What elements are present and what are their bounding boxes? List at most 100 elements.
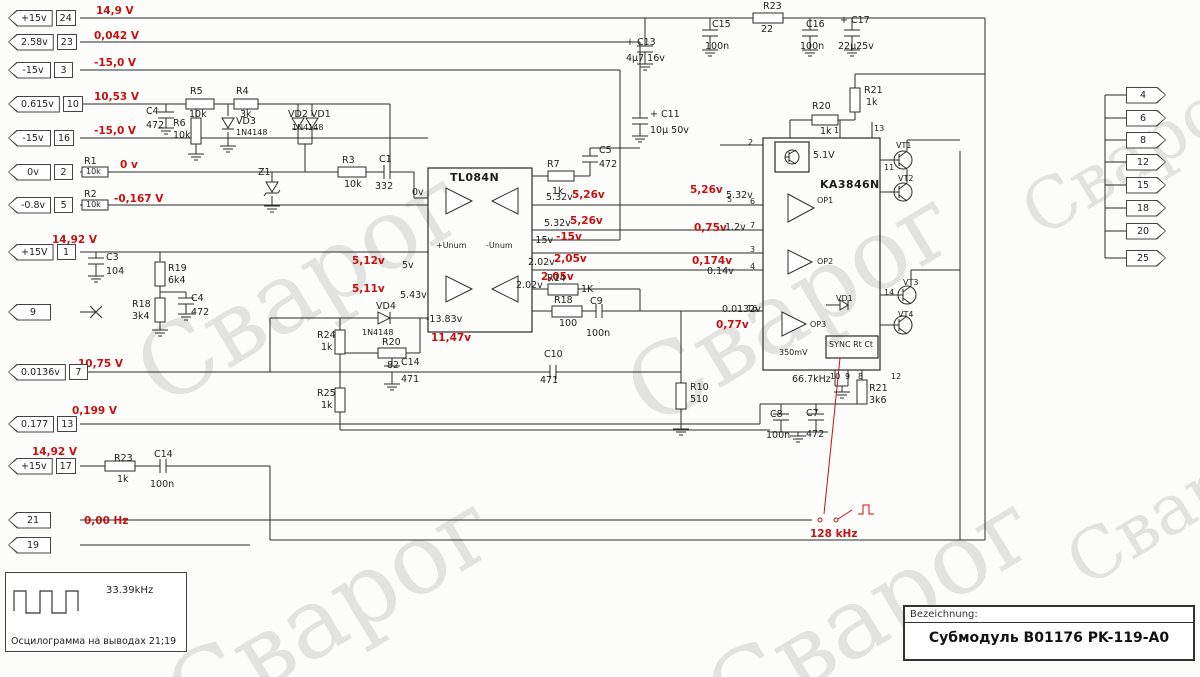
label-text: SYNC Rt Ct bbox=[829, 340, 874, 349]
schematic-label: R1 bbox=[84, 157, 97, 167]
schematic-label: 1k bbox=[866, 98, 878, 108]
pin-number: 2 bbox=[54, 164, 73, 180]
pin-number: 23 bbox=[56, 34, 77, 50]
connector-pin: 0v 2 bbox=[8, 163, 73, 181]
schematic-label: R10 bbox=[690, 383, 709, 393]
schematic-label: -15,0 V bbox=[94, 125, 136, 137]
schematic-label: 5.1V bbox=[813, 151, 835, 161]
label-text: -0,167 V bbox=[114, 193, 164, 205]
label-text: 2 bbox=[748, 138, 754, 147]
label-text: 0,75v bbox=[694, 222, 727, 234]
connector-pin: 21 bbox=[8, 511, 51, 529]
schematic-label: 128 kHz bbox=[810, 528, 857, 540]
schematic-label: 1N4148 bbox=[362, 328, 393, 337]
schematic-label: -0,167 V bbox=[114, 193, 164, 205]
label-text: 1K bbox=[581, 284, 594, 295]
pin-number: 4 bbox=[1139, 89, 1147, 101]
schematic-label: R21 bbox=[864, 86, 883, 96]
schematic-label: 14,9 V bbox=[96, 5, 134, 17]
schematic-label: 11,47v bbox=[431, 332, 471, 344]
label-text: R23 bbox=[763, 1, 782, 12]
connector-pin: -0.8v 5 bbox=[8, 196, 74, 214]
label-text: R20 bbox=[382, 337, 401, 348]
pin-tag: 4 bbox=[1126, 87, 1166, 104]
schematic-label: 1k bbox=[321, 401, 333, 411]
label-text: C4 bbox=[191, 293, 204, 304]
label-text: C3 bbox=[106, 252, 119, 263]
label-text: 2,05v bbox=[554, 253, 587, 265]
connector-pin: 8 bbox=[1126, 131, 1166, 149]
title-block: Bezeichnung: Субмодуль B01176 PK-119-A0 bbox=[903, 605, 1195, 661]
schematic-label: 5,26v bbox=[690, 184, 723, 196]
title-block-label: Bezeichnung: bbox=[905, 607, 1193, 623]
label-text: 2.02v bbox=[516, 280, 543, 291]
schematic-label: VD4 bbox=[376, 302, 396, 312]
label-text: 472 bbox=[599, 159, 618, 170]
label-text: 5.43v bbox=[400, 290, 427, 301]
label-text: 14 bbox=[884, 288, 895, 297]
label-text: + C17 bbox=[840, 15, 870, 26]
label-text: 14,92 V bbox=[52, 234, 97, 246]
label-text: 104 bbox=[106, 266, 125, 277]
schematic-label: 14,92 V bbox=[32, 446, 77, 458]
label-text: 10 bbox=[830, 372, 841, 381]
schematic-label: R14 bbox=[547, 274, 566, 284]
schematic-label: C14 bbox=[154, 450, 173, 460]
pin-number: 3 bbox=[54, 62, 73, 78]
schematic-label: 8 bbox=[858, 372, 863, 381]
schematic-label: R3 bbox=[342, 156, 355, 166]
pin-tag: +15v bbox=[8, 9, 53, 27]
pin-tag: 15 bbox=[1126, 177, 1166, 194]
oscillogram-box: 33.39kHz Осцилограмма на выводах 21;19 bbox=[5, 572, 187, 652]
label-text: 5,11v bbox=[352, 283, 385, 295]
pin-number: 17 bbox=[55, 458, 76, 474]
label-text: 5,26v bbox=[690, 184, 723, 196]
label-text: 1k bbox=[321, 400, 333, 411]
schematic-label: C5 bbox=[599, 146, 612, 156]
label-text: R25 bbox=[317, 388, 336, 399]
label-text: R3 bbox=[342, 155, 355, 166]
schematic-label: R18 bbox=[132, 300, 151, 310]
schematic-label: 14 bbox=[884, 288, 895, 297]
schematic-label: 3k bbox=[240, 110, 252, 120]
schematic-label: 100n bbox=[766, 431, 790, 441]
pin-signal: 0.0136v bbox=[21, 366, 60, 378]
label-text: 3 bbox=[750, 245, 756, 254]
label-text: VT2 bbox=[898, 174, 914, 183]
label-text: 350mV bbox=[779, 348, 808, 357]
schematic-label: 104 bbox=[106, 267, 124, 277]
schematic-label: C16 bbox=[806, 20, 825, 30]
pin-signal: +15v bbox=[21, 460, 47, 472]
red-annotations bbox=[817, 357, 874, 523]
schematic-label: VT3 bbox=[903, 278, 918, 287]
pin-signal: +15v bbox=[21, 12, 47, 24]
connector-pin: 18 bbox=[1126, 199, 1166, 217]
pin-tag: 18 bbox=[1126, 200, 1166, 217]
label-text: 13 bbox=[874, 124, 885, 133]
label-text: 10µ 50v bbox=[650, 125, 689, 136]
schematic-label: 1k bbox=[321, 343, 333, 353]
connector-pin: 19 bbox=[8, 536, 51, 554]
schematic-label: 10,75 V bbox=[78, 358, 123, 370]
schematic-label: 4 bbox=[750, 262, 756, 271]
schematic-label: -15v bbox=[556, 231, 582, 243]
schematic-label: 0 v bbox=[120, 159, 138, 171]
schematic-label: 10k bbox=[189, 110, 207, 120]
ic-ka3846n-outline bbox=[762, 137, 881, 371]
schematic-label: 100 bbox=[559, 319, 577, 329]
pin-number: 6 bbox=[1139, 112, 1147, 124]
oscillogram-frequency: 33.39kHz bbox=[106, 585, 154, 596]
label-text: 472 bbox=[191, 307, 210, 318]
label-text: 4 bbox=[750, 262, 756, 271]
pin-number: 15 bbox=[1136, 179, 1150, 191]
pin-tag: 25 bbox=[1126, 250, 1166, 267]
pin-signal: -0.8v bbox=[21, 199, 46, 211]
schematic-label: 5.43v bbox=[400, 291, 427, 301]
label-text: 10,75 V bbox=[78, 358, 123, 370]
pin-number: 25 bbox=[1136, 252, 1150, 264]
label-text: 472 bbox=[806, 429, 825, 440]
label-text: 1k bbox=[117, 474, 129, 485]
label-text: 0 v bbox=[120, 159, 138, 171]
